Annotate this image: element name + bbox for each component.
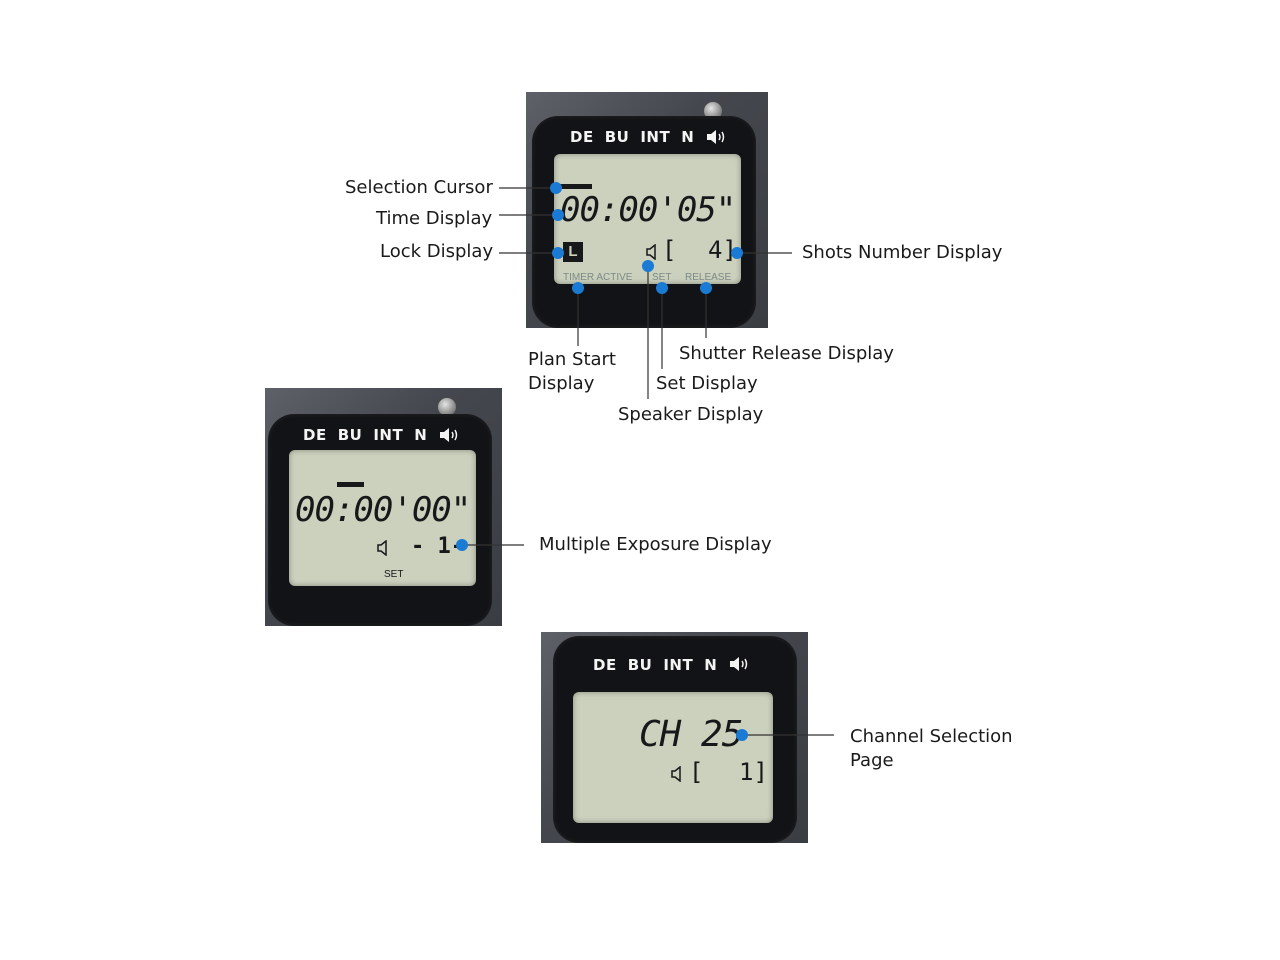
mode-n: N [414, 426, 428, 444]
speaker-icon [646, 244, 656, 260]
label-multiple-exposure-display: Multiple Exposure Display [539, 534, 772, 555]
label-speaker-display: Speaker Display [618, 404, 764, 425]
mode-indicators: DE BU INT N [570, 128, 705, 146]
speaker-volume-icon [440, 428, 458, 442]
lcd-screen [573, 692, 773, 823]
time-display-dot [552, 209, 564, 221]
shutter-release-dot [700, 282, 712, 294]
label-plan-start-line2: Display [528, 373, 595, 394]
channel-bracket: [ [689, 758, 704, 786]
channel-selection-dot [736, 729, 748, 741]
selection-cursor-dot [550, 182, 562, 194]
selection-cursor-bar [560, 184, 592, 189]
mode-de: DE [570, 128, 594, 146]
multiple-exposure-value: - 1- [411, 534, 464, 559]
lock-indicator: L [563, 242, 583, 262]
lcd-screen [289, 450, 476, 586]
label-channel-selection-line2: Page [850, 750, 894, 771]
label-channel-selection-line1: Channel Selection [850, 726, 1013, 747]
time-display: 00:00'00" [295, 490, 471, 530]
mode-int: INT [640, 128, 671, 146]
mode-indicators: DE BU INT N [303, 426, 438, 444]
set-text: SET [652, 272, 672, 283]
mode-de: DE [303, 426, 327, 444]
selection-cursor-bar [337, 482, 364, 487]
speaker-icon [377, 540, 387, 556]
channel-display: CH 25 [639, 714, 743, 755]
plan-start-dot [572, 282, 584, 294]
label-time-display: Time Display [376, 208, 493, 229]
label-set-display: Set Display [656, 373, 758, 394]
timer-active-text: TIMER ACTIVE [563, 272, 633, 283]
mode-int: INT [373, 426, 404, 444]
release-text: RELEASE [685, 272, 732, 283]
shots-number-dot [731, 247, 743, 259]
mode-int: INT [663, 656, 694, 674]
device-panel-2: DE BU INT N 00:00'00" - 1- SET [265, 388, 502, 626]
mode-indicators: DE BU INT N [593, 656, 728, 674]
label-selection-cursor: Selection Cursor [345, 177, 493, 198]
label-shutter-release-display: Shutter Release Display [679, 343, 894, 364]
mode-de: DE [593, 656, 617, 674]
multiple-exposure-dot [456, 539, 468, 551]
lock-display-dot [552, 247, 564, 259]
label-shots-number-display: Shots Number Display [802, 242, 1003, 263]
screw-icon [438, 398, 456, 416]
time-display: 00:00'05" [560, 190, 736, 230]
screw-icon [704, 102, 722, 120]
speaker-display-dot [642, 260, 654, 272]
label-plan-start-line1: Plan Start [528, 349, 616, 370]
shots-bracket: [ [662, 236, 677, 264]
mode-n: N [681, 128, 695, 146]
mode-bu: BU [627, 656, 653, 674]
mode-bu: BU [337, 426, 363, 444]
set-text: SET [384, 569, 404, 580]
device-panel-3: DE BU INT N CH 25 [ 1] [541, 632, 808, 843]
set-display-dot [656, 282, 668, 294]
label-lock-display: Lock Display [380, 241, 494, 262]
channel-value: 1] [739, 758, 768, 786]
speaker-volume-icon [707, 130, 725, 144]
mode-bu: BU [604, 128, 630, 146]
mode-n: N [704, 656, 718, 674]
speaker-volume-icon [730, 657, 748, 671]
speaker-icon [671, 766, 681, 782]
